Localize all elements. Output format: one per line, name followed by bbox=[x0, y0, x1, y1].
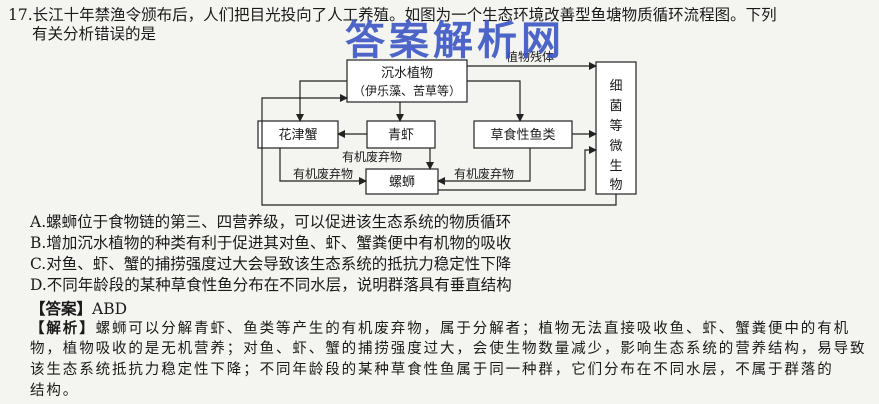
label-waste-shrimp: 有机废弃物 bbox=[342, 149, 402, 164]
question-line-2: 有关分析错误的是 bbox=[32, 25, 157, 43]
label-residue: 植物残体 bbox=[506, 49, 554, 64]
label-crab: 花津蟹 bbox=[278, 127, 317, 143]
label-waste-crab: 有机废弃物 bbox=[293, 166, 353, 181]
arrow-plants-crab bbox=[296, 80, 347, 122]
arrow-crab-snail bbox=[279, 148, 367, 185]
label-submerged: 沉水植物 bbox=[381, 66, 433, 81]
label-bacteria-2: 等 bbox=[609, 118, 622, 134]
question-line-1: 17.长江十年禁渔令颁布后，人们把目光投向了人工养殖。如图为一个生态环境改善型鱼… bbox=[8, 6, 777, 24]
box-snail bbox=[365, 168, 439, 195]
answer-value: ABD bbox=[92, 300, 128, 318]
label-bacteria-0: 细 bbox=[609, 79, 622, 94]
analysis-line-2: 物，植物吸收的是无机营养；对鱼、虾、蟹的捕捞强度过大，会使生物数量减少，影响生态… bbox=[30, 341, 867, 357]
option-d: D.不同年龄段的某种草食性鱼分布在不同水层，说明群落具有垂直结构 bbox=[30, 276, 512, 294]
arrow-plants-fish bbox=[467, 80, 524, 122]
label-snail: 螺蛳 bbox=[389, 175, 415, 190]
answer-line: 【答案】ABD bbox=[30, 297, 127, 319]
analysis-line-3: 该生态系统抵抗力稳定性下降；不同年龄段的某种草食性鱼属于同一种群，它们分布在不同… bbox=[30, 362, 834, 378]
label-shrimp: 青虾 bbox=[388, 128, 414, 143]
watermark: 答案解析网 bbox=[345, 18, 565, 64]
option-c: C.对鱼、虾、蟹的捕捞强度过大会导致该生态系统的抵抗力稳定性下降 bbox=[30, 255, 512, 273]
arrow-microbes-plants bbox=[261, 94, 617, 206]
box-microorganisms bbox=[595, 61, 637, 195]
label-bacteria-5: 物 bbox=[609, 178, 622, 193]
label-bacteria-1: 菌 bbox=[609, 99, 622, 114]
analysis-line-4: 结构。 bbox=[30, 383, 80, 399]
arrow-fish-snail bbox=[437, 148, 531, 185]
arrow-snail-microbes bbox=[438, 146, 597, 191]
label-bacteria-4: 生 bbox=[609, 159, 622, 174]
option-b: B.增加沉水植物的种类有利于促进其对鱼、虾、蟹粪便中有机物的吸收 bbox=[30, 234, 512, 252]
option-a: A.螺蛳位于食物链的第三、四营养级，可以促进该生态系统的物质循环 bbox=[30, 213, 512, 231]
label-fish: 草食性鱼类 bbox=[490, 127, 555, 143]
answer-label: 【答案】 bbox=[30, 299, 93, 318]
analysis-line-1: 【解析】螺蛳可以分解青虾、鱼类等产生的有机废弃物，属于分解者；植物无法直接吸收鱼… bbox=[30, 318, 850, 340]
label-bacteria-3: 微 bbox=[609, 139, 622, 154]
box-shrimp bbox=[366, 120, 436, 149]
label-submerged-sub: （伊乐藻、苦草等） bbox=[353, 84, 461, 98]
analysis-label: 【解析】 bbox=[30, 320, 96, 337]
box-submerged-plants bbox=[346, 59, 468, 103]
analysis-text-1: 螺蛳可以分解青虾、鱼类等产生的有机废弃物，属于分解者；植物无法直接吸收鱼、虾、蟹… bbox=[95, 321, 851, 337]
label-waste-fish: 有机废弃物 bbox=[454, 166, 514, 181]
